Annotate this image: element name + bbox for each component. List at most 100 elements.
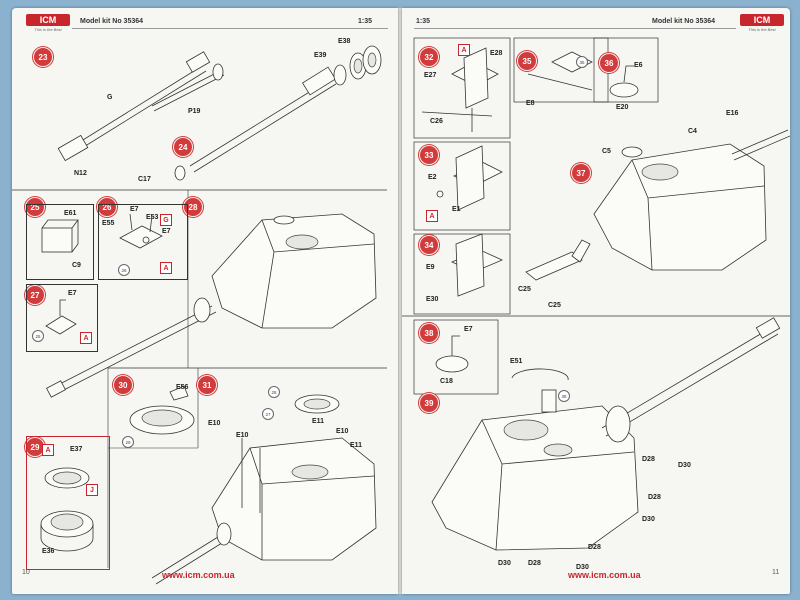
header-rule xyxy=(72,28,388,29)
part-label-e10-c: E10 xyxy=(336,428,349,435)
step-26-badge: 26 xyxy=(98,198,116,216)
step-35-badge: 35 xyxy=(518,52,536,70)
step-28-badge: 28 xyxy=(184,198,202,216)
part-label-c5: C5 xyxy=(602,148,611,155)
step36-part-drawing xyxy=(609,65,639,98)
website-url-left: www.icm.com.ua xyxy=(162,570,235,580)
part-label-e7: E7 xyxy=(130,206,139,213)
part-label-e16: E16 xyxy=(726,110,739,117)
part-label-e8: E8 xyxy=(526,100,535,107)
part-label-e56: E56 xyxy=(176,384,189,391)
part-label-c17: C17 xyxy=(138,176,151,183)
page-number-left: 10 xyxy=(22,569,30,576)
step28-turret-drawing xyxy=(46,213,377,398)
tag-a-step32: A xyxy=(458,44,470,56)
step-25-box xyxy=(26,204,94,280)
step31-turret-drawing xyxy=(151,394,377,585)
tag-g: G xyxy=(160,214,172,226)
step-24-badge: 24 xyxy=(174,138,192,156)
icm-logo-right: ICM This is the Best xyxy=(740,14,784,36)
part-label-e6: E6 xyxy=(634,62,643,69)
part-label-d30-b: D30 xyxy=(642,516,655,523)
part-label-e10-a: E10 xyxy=(208,420,221,427)
step26-part-drawing xyxy=(119,213,163,249)
part-label-e51: E51 xyxy=(510,358,523,365)
step-33-badge: 33 xyxy=(420,146,438,164)
step-34-badge: 34 xyxy=(420,236,438,254)
part-label-e38: E38 xyxy=(338,38,351,45)
part-label-e9: E9 xyxy=(426,264,435,271)
step-29-box xyxy=(26,436,110,570)
step38-part-drawing xyxy=(435,335,469,373)
scale-label: 1:35 xyxy=(358,18,373,25)
part-label-e55: E55 xyxy=(102,220,115,227)
part-label-d30-a: D30 xyxy=(678,462,691,469)
part-label-c18: C18 xyxy=(440,378,453,385)
step-27-badge: 27 xyxy=(26,286,44,304)
part-label-e61: E61 xyxy=(64,210,77,217)
step25-part-drawing xyxy=(41,219,79,253)
part-label-c25-a: C25 xyxy=(518,286,531,293)
step-29-badge: 29 xyxy=(26,438,44,456)
header-rule-right xyxy=(414,28,736,29)
part-label-e11-a: E11 xyxy=(312,418,325,425)
step-23-badge: 23 xyxy=(34,48,52,66)
step30-ring-drawing xyxy=(129,385,195,435)
step37-turret-drawing xyxy=(525,129,790,281)
part-label-e39: E39 xyxy=(314,52,327,59)
right-page: 1:35 Model kit No 35364 ICM This is the … xyxy=(402,8,790,594)
website-url-right: www.icm.com.ua xyxy=(568,570,641,580)
ref-26: 26 xyxy=(118,264,130,276)
part-label-d28-b: D28 xyxy=(648,494,661,501)
step32-hatch-drawing xyxy=(421,47,499,132)
scale-label-right: 1:35 xyxy=(416,18,431,25)
step33-hatch-drawing xyxy=(436,145,503,211)
part-label-d28-c: D28 xyxy=(588,544,601,551)
part-label-e11-b: E11 xyxy=(350,442,363,449)
barrel-assembly-drawing xyxy=(57,45,382,181)
tag-a-step33: A xyxy=(426,210,438,222)
logo-brand-right: ICM xyxy=(740,14,784,26)
step-37-badge: 37 xyxy=(572,164,590,182)
part-label-d28-a: D28 xyxy=(642,456,655,463)
ref-35: 35 xyxy=(576,56,588,68)
part-label-c26: C26 xyxy=(430,118,443,125)
step-36-badge: 36 xyxy=(600,54,618,72)
step-31-badge: 31 xyxy=(198,376,216,394)
ref-25: 25 xyxy=(32,330,44,342)
tag-a-step27: A xyxy=(80,332,92,344)
step29-rings-drawing xyxy=(40,467,94,552)
page-number-right: 11 xyxy=(772,569,780,576)
part-label-e20: E20 xyxy=(616,104,629,111)
logo-tagline: This is the Best xyxy=(34,27,62,32)
left-page-drawings xyxy=(12,45,387,585)
tag-a-step26: A xyxy=(160,262,172,274)
left-page: ICM This is the Best Model kit No 35364 … xyxy=(12,8,398,594)
part-label-e7-step38: E7 xyxy=(464,326,473,333)
header-title-right: Model kit No 35364 xyxy=(652,18,716,25)
part-label-e37: E37 xyxy=(70,446,83,453)
tag-j: J xyxy=(86,484,98,496)
step-39-badge: 39 xyxy=(420,394,438,412)
part-label-e28: E28 xyxy=(490,50,503,57)
part-label-c4: C4 xyxy=(688,128,697,135)
part-label-d30-d: D30 xyxy=(576,564,589,571)
step27-part-drawing xyxy=(45,299,77,335)
part-label-n12: N12 xyxy=(74,170,87,177)
logo-tagline-right: This is the Best xyxy=(748,27,776,32)
step-26-box xyxy=(98,204,188,280)
part-label-c25-b: C25 xyxy=(548,302,561,309)
step39-turret-drawing xyxy=(431,317,781,551)
logo-brand: ICM xyxy=(26,14,70,26)
tag-a-step29: A xyxy=(42,444,54,456)
part-label-p19: P19 xyxy=(188,108,201,115)
step-25-badge: 25 xyxy=(26,198,44,216)
step-38-badge: 38 xyxy=(420,324,438,342)
part-label-g: G xyxy=(107,94,113,101)
step-32-badge: 32 xyxy=(420,48,438,66)
ref-28: 28 xyxy=(268,386,280,398)
right-page-drawings xyxy=(402,37,790,551)
part-label-e1: E1 xyxy=(452,206,461,213)
ref-38: 38 xyxy=(558,390,570,402)
ref-29: 29 xyxy=(122,436,134,448)
